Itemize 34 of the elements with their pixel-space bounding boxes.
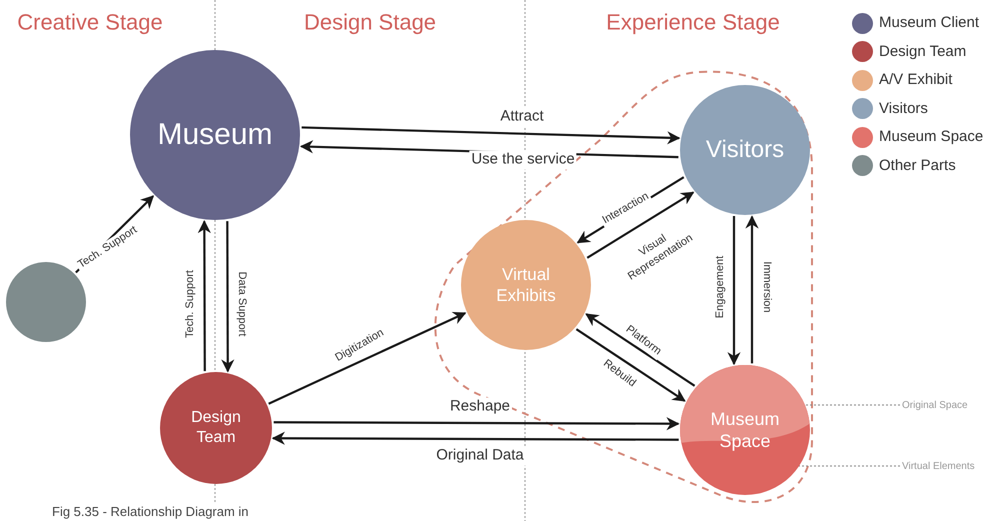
node-label: Museum Space: [709, 408, 781, 452]
node-label: Visitors: [704, 135, 786, 165]
arrow: [272, 432, 679, 445]
node-label: Design Team: [190, 408, 242, 448]
arrow: [727, 216, 741, 366]
legend-label: A/V Exhibit: [879, 70, 952, 90]
edge-label: Tech. Support: [184, 268, 198, 340]
node-label: Museum: [156, 117, 274, 154]
arrow: [576, 328, 686, 402]
annotation-text: Virtual Elements: [902, 459, 975, 474]
node-label: Virtual Exhibits: [495, 264, 557, 306]
legend-label: Visitors: [879, 98, 928, 118]
stage-heading: Design Stage: [304, 8, 436, 36]
legend-label: Other Parts: [879, 156, 956, 176]
arrow: [221, 221, 234, 373]
edge-label: Original Data: [434, 446, 526, 466]
stage-heading: Experience Stage: [606, 8, 780, 36]
arrow: [274, 417, 680, 430]
stage-heading: Creative Stage: [17, 8, 163, 36]
arrow: [302, 126, 680, 144]
legend-label: Museum Space: [879, 127, 984, 147]
edge-label: Use the service: [469, 150, 577, 170]
legend-label: Design Team: [879, 42, 966, 62]
edge-label: Attract: [498, 108, 546, 126]
legend-label: Museum Client: [879, 13, 980, 33]
edge-label: Data Support: [234, 270, 248, 338]
arrow: [586, 192, 694, 259]
arrow: [268, 312, 466, 405]
figure-caption: Fig 5.35 - Relationship Diagram in: [52, 502, 249, 521]
edge-label: Engagement: [714, 254, 728, 320]
arrow: [198, 220, 211, 372]
arrow: [585, 313, 696, 387]
annotation-text: Original Space: [902, 398, 968, 413]
arrow: [745, 215, 759, 364]
